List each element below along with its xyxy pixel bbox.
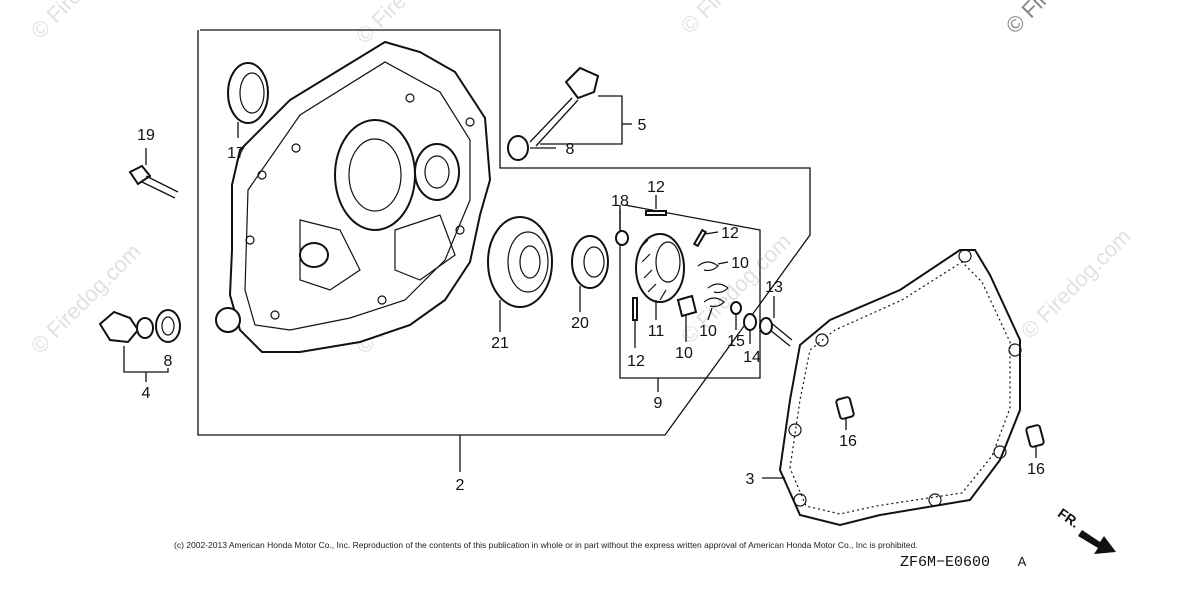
copyright-notice: (c) 2002-2013 American Honda Motor Co., …: [174, 540, 918, 550]
bracket-4: [123, 346, 169, 373]
washer-15: [730, 301, 742, 315]
o-ring-8-lower: [155, 309, 181, 343]
dipstick-5: [529, 66, 600, 147]
diagram-code: ZF6M−E0600: [900, 554, 990, 571]
shaft-13: [759, 317, 793, 347]
leader-12-mid: [704, 231, 719, 235]
callout-21: 21: [491, 335, 509, 352]
callout-2: 2: [456, 477, 465, 494]
callout-12-low: 12: [627, 353, 645, 370]
fr-label: FR.: [1055, 505, 1083, 531]
o-ring-8-upper: [507, 135, 529, 161]
washer-18: [615, 230, 629, 246]
assembly-outline: [197, 29, 811, 436]
callout-18: 18: [611, 193, 629, 210]
bolt-19: [128, 164, 179, 199]
leader-10-c: [707, 307, 713, 321]
watermark: © Firedog.com: [676, 0, 796, 39]
callout-8-lower: 8: [164, 353, 173, 370]
callout-10-top: 10: [731, 255, 749, 272]
bracket-9: [619, 204, 761, 379]
callout-16-left: 16: [839, 433, 857, 450]
diagram-code-suffix: A: [1018, 554, 1027, 569]
pin-12-top: [645, 210, 667, 216]
callout-13: 13: [765, 279, 783, 296]
watermark: © Firedog.com: [1016, 224, 1136, 344]
callout-19: 19: [137, 127, 155, 144]
callout-11: 11: [648, 323, 665, 340]
governor-gear-11: [635, 233, 685, 303]
watermark: © Firedog.com: [26, 0, 146, 44]
dowel-pin-16-b: [1025, 424, 1045, 448]
fr-arrow-icon: [1078, 530, 1116, 554]
bracket-5: [540, 95, 623, 145]
bearing-20: [571, 235, 609, 289]
callout-10-left: 10: [675, 345, 693, 362]
leader-10-a: [717, 261, 729, 265]
callout-labels: 19 17 5 8 18 12 12 10 13 21 20 11 10 10 …: [137, 117, 1045, 494]
front-direction-indicator: FR.: [1055, 505, 1116, 554]
dowel-pin-16-a: [835, 396, 855, 420]
watermark: © Firedog.com: [1001, 0, 1121, 39]
bearing-21: [487, 216, 553, 308]
callout-17: 17: [227, 145, 245, 162]
callout-10-right: 10: [699, 323, 717, 340]
callout-9: 9: [654, 395, 663, 412]
pin-12-mid: [692, 228, 708, 248]
pin-12-low: [632, 297, 638, 321]
callout-12-mid: 12: [721, 225, 739, 242]
clips-10: [676, 261, 729, 318]
callout-3: 3: [746, 471, 755, 488]
callout-16-right: 16: [1027, 461, 1045, 478]
drain-plug-4: [98, 310, 154, 344]
crankcase-cover: [215, 40, 492, 353]
callout-4: 4: [142, 385, 151, 402]
callout-8-upper: 8: [566, 141, 575, 158]
gasket-3: [778, 249, 1022, 527]
washer-14: [743, 313, 757, 331]
watermark: © Firedog.com: [351, 0, 471, 49]
callout-20: 20: [571, 315, 589, 332]
callout-5: 5: [638, 117, 647, 134]
callout-15: 15: [727, 333, 745, 350]
callout-14: 14: [743, 349, 761, 366]
oil-seal-17: [227, 62, 269, 124]
callout-12-top: 12: [647, 179, 665, 196]
